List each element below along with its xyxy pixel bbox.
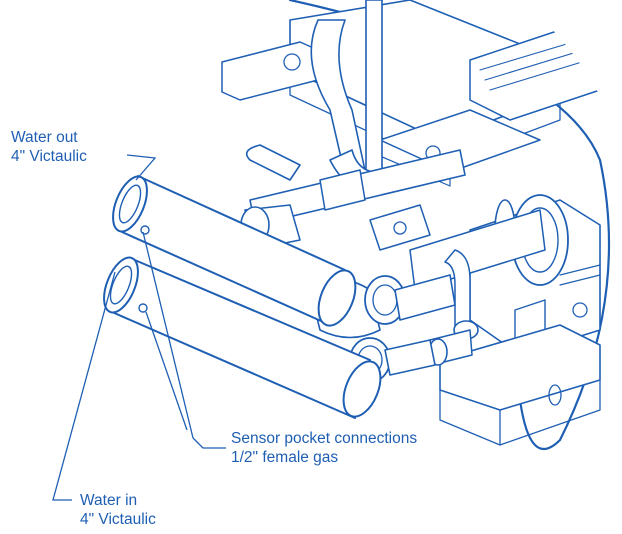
water-in-title: Water in (80, 492, 138, 509)
sensor-pocket-spec: 1/2" female gas (231, 449, 339, 466)
water-out-title: Water out (11, 129, 78, 146)
base-frame (439, 324, 601, 446)
water-out-leader (126, 154, 157, 181)
sensor-leader-lower (145, 311, 188, 431)
sensor-leader-upper (142, 231, 194, 439)
boiler-assembly-drawing (221, 0, 611, 451)
water-in-label: Water in 4" Victaulic (80, 491, 156, 529)
lower-header-tube (103, 256, 382, 419)
water-out-label: Water out 4" Victaulic (11, 128, 87, 166)
water-in-spec: 4" Victaulic (80, 511, 156, 528)
leader-lines (52, 154, 226, 501)
water-out-spec: 4" Victaulic (11, 148, 87, 165)
sensor-leader-horizontal (192, 437, 226, 449)
upper-header-tube (112, 175, 357, 327)
water-in-leader (52, 271, 116, 501)
sensor-pocket-title: Sensor pocket connections (231, 430, 418, 447)
sensor-pocket-label: Sensor pocket connections 1/2" female ga… (231, 429, 417, 467)
